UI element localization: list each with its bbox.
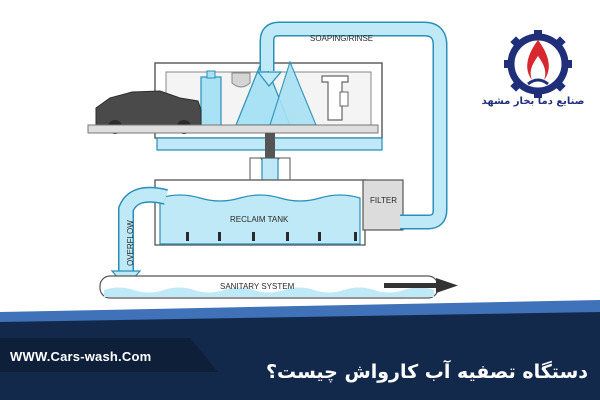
company-name: صنایع دما بخار مشهد	[481, 96, 585, 107]
sanitary-arrow-shaft	[384, 283, 436, 288]
label-overflow: OVERFLOW	[126, 220, 135, 266]
footer-dark-band	[0, 312, 600, 400]
reclaim-tank-water	[159, 194, 361, 245]
dryer-unit-icon	[321, 75, 349, 121]
page-title: دستگاه تصفیه آب کارواش چیست؟	[265, 361, 588, 383]
sanitary-arrow-icon	[436, 278, 458, 293]
company-logo	[504, 30, 572, 98]
wash-bay-floor	[87, 124, 379, 134]
return-arrow-icon	[256, 71, 283, 87]
drain-pipe	[265, 133, 275, 159]
soap-container-cap	[206, 70, 216, 79]
dryer-unit-part	[339, 91, 349, 107]
website-link[interactable]: WWW.Cars-wash.Com	[10, 349, 152, 364]
brush-icon	[231, 72, 251, 88]
tank-baffles	[186, 232, 357, 241]
label-filter: FILTER	[370, 196, 397, 205]
label-reclaim-tank: RECLAIM TANK	[230, 215, 289, 224]
filter-unit	[362, 179, 404, 231]
sanitary-pipe-water	[104, 287, 434, 297]
label-sanitary-system: SANITARY SYSTEM	[220, 282, 295, 291]
flame-icon	[527, 40, 549, 80]
url-pill	[0, 338, 218, 372]
return-pipe	[261, 23, 446, 228]
steam-wave-icon	[527, 78, 549, 86]
car-icon	[95, 90, 202, 128]
label-soaping-rinse: SOAPING/RINSE	[310, 34, 373, 43]
overflow-pipe	[119, 188, 168, 277]
